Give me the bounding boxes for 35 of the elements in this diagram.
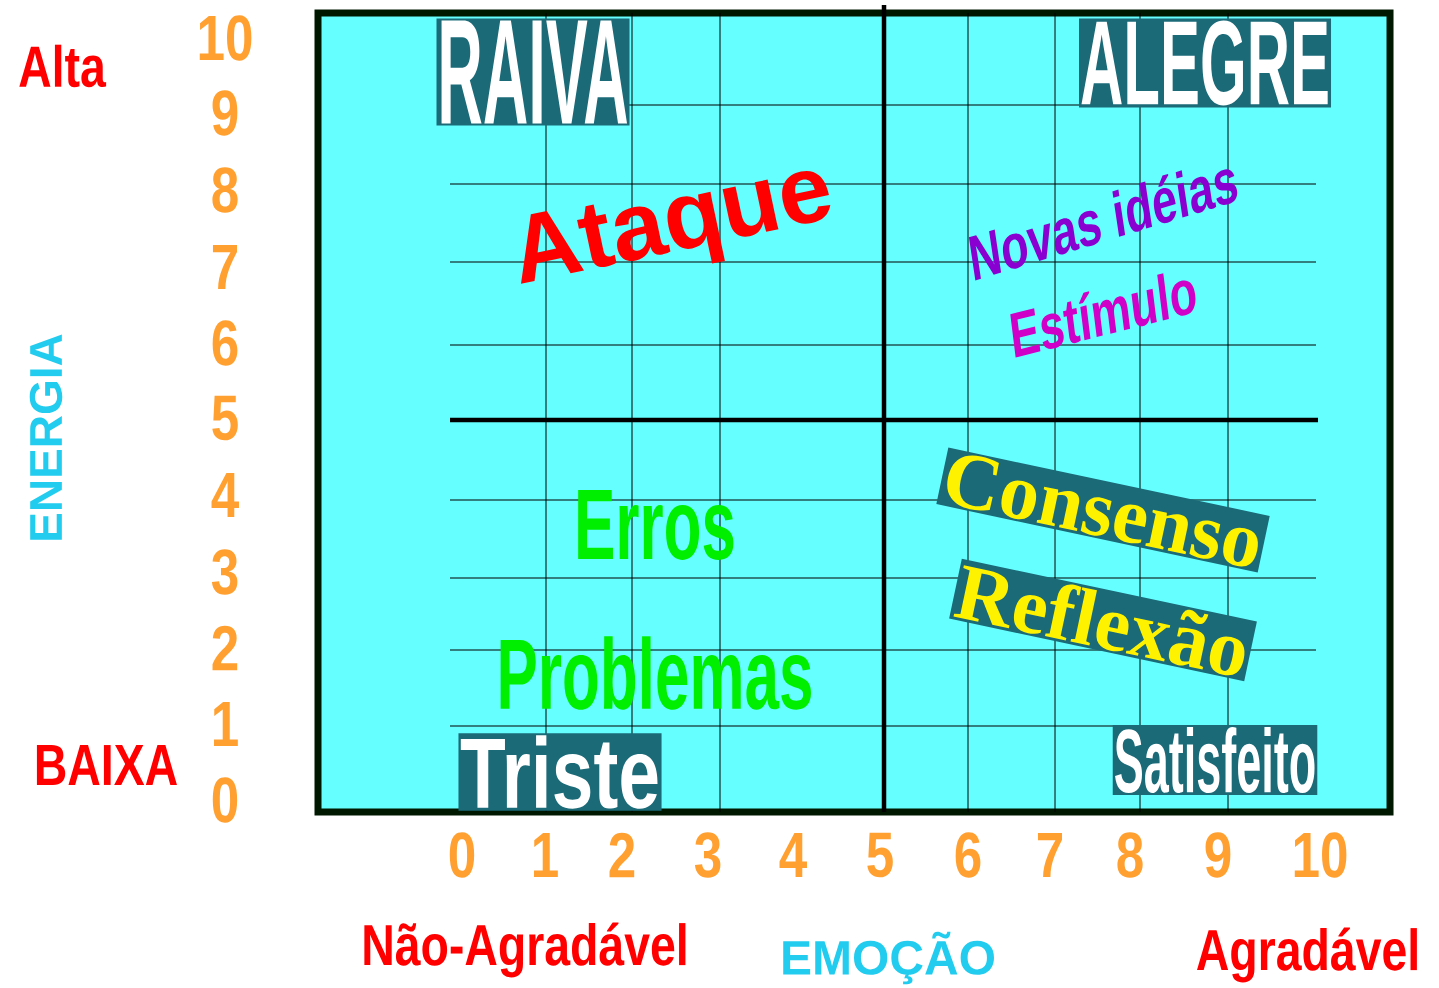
word: Erros — [578, 490, 734, 560]
word: Ataque — [521, 170, 831, 284]
axis-label: Não-Agradável — [364, 922, 686, 978]
tick-label: 3 — [211, 549, 238, 595]
tick-label: 9 — [1205, 832, 1231, 878]
tick-label: 10 — [199, 15, 252, 61]
quadrant-label: RAIVA — [436, 18, 630, 126]
tick-label: 6 — [955, 832, 981, 878]
tick-label: 5 — [212, 395, 238, 441]
tick-label: 9 — [212, 90, 238, 136]
axis-label: ENERGIA — [29, 334, 63, 540]
quadrant-label: Satisfeito — [1112, 724, 1318, 796]
tick-label: 7 — [1037, 833, 1062, 877]
tick-label: 4 — [211, 472, 239, 517]
tick-label: 10 — [1294, 832, 1347, 878]
word: Problemas — [500, 636, 811, 710]
axis-label: BAIXA — [36, 745, 177, 785]
tick-label: 1 — [534, 833, 558, 877]
tick-label: 7 — [212, 244, 237, 289]
quadrant-label: Triste — [458, 733, 662, 811]
tick-label: 5 — [867, 832, 893, 878]
tick-label: 4 — [779, 833, 807, 877]
tick-label: 0 — [449, 832, 475, 878]
tick-label: 1 — [214, 701, 238, 746]
quadrant-label: ALEGRE — [1079, 18, 1332, 108]
tick-label: 6 — [212, 320, 238, 366]
tick-label: 8 — [212, 167, 238, 213]
axis-label: EMOÇÃO — [783, 931, 994, 985]
tick-label: 0 — [212, 777, 238, 823]
tick-label: 2 — [212, 625, 238, 671]
tick-label: 2 — [609, 832, 635, 878]
tick-label: 8 — [1117, 832, 1143, 878]
axis-label: Agradável — [1197, 927, 1417, 983]
axis-label: Alta — [19, 44, 107, 88]
tick-label: 3 — [694, 832, 721, 878]
